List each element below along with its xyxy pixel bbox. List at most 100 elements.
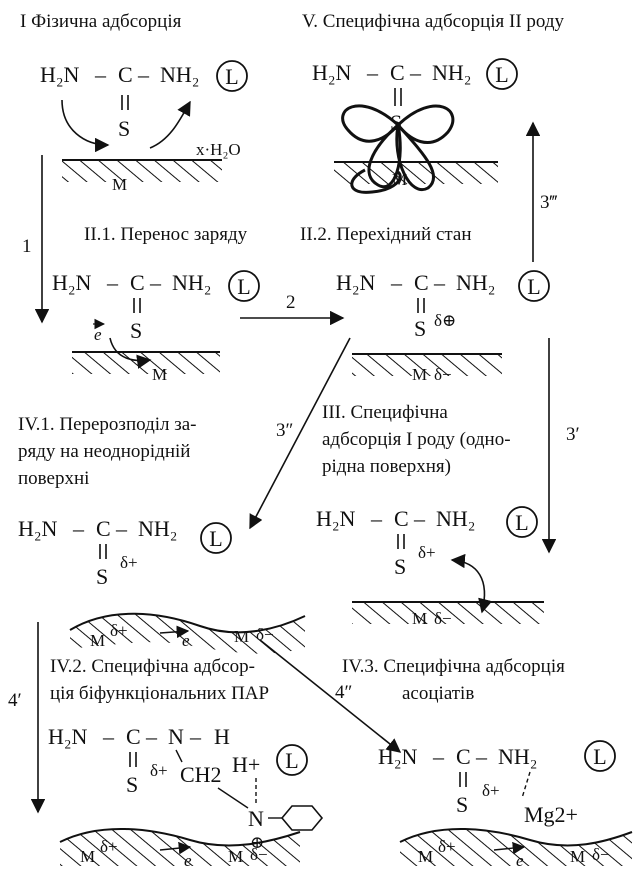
uneven-surface-4-1: M δ+ e M δ− xyxy=(69,612,306,654)
stage-2-2-title: II.2. Перехідний стан xyxy=(300,224,472,245)
delta-charge: δ+ xyxy=(150,761,168,780)
ligand-circle xyxy=(216,60,248,92)
delta-charge: δ+ xyxy=(482,781,500,800)
dash: – xyxy=(413,506,426,531)
carbon-atom: C xyxy=(118,62,133,87)
metal-label: M xyxy=(152,365,167,384)
ligand-label: L xyxy=(515,510,528,535)
positive-site-charge: δ+ xyxy=(110,621,128,640)
dash: – xyxy=(137,62,150,87)
stage-4-1-title-line: ряду на неоднорідній xyxy=(18,441,190,462)
h2n-group: H₂N xyxy=(312,60,352,85)
ligand-circle xyxy=(276,744,308,776)
arrow-3-double-prime xyxy=(249,337,351,530)
metal-surface-line xyxy=(59,828,301,847)
stage-4-2-title-line: IV.2. Специфічна адбсор- xyxy=(50,656,255,677)
carbon-atom: C xyxy=(394,506,409,531)
h2n-group: H₂N xyxy=(336,270,376,295)
h2n-group: H₂N xyxy=(48,724,88,749)
sulfur-atom: S xyxy=(394,554,406,579)
molecule-stage-5: H₂N – C – NH₂ S L xyxy=(312,58,518,135)
nitrogen-atom: N xyxy=(168,724,184,749)
curved-arrow-desorb xyxy=(149,100,191,149)
molecule-stage-3: H₂N – C – NH₂ S δ+ L xyxy=(316,506,538,579)
arrow-3-triple-prime-label: 3‴ xyxy=(540,192,558,213)
dash: – xyxy=(433,270,446,295)
stage-3-title-line: адбсорція І роду (одно- xyxy=(322,429,511,450)
dash: – xyxy=(390,270,403,295)
electron-label: e xyxy=(182,631,190,650)
stage-4-1-title-line: поверхні xyxy=(18,468,89,489)
arrow-3-prime-label: 3′ xyxy=(566,424,580,445)
arrow-2-label: 2 xyxy=(286,292,296,313)
arrow-1-label: 1 xyxy=(22,236,32,257)
uneven-surface-4-3: M δ+ e M δ− xyxy=(399,828,633,870)
molecule-stage-2-2: H₂N – C – NH₂ S δ⊕ L xyxy=(336,270,550,341)
metal-label: M xyxy=(112,175,127,194)
electron-label: e xyxy=(184,851,192,870)
ligand-label: L xyxy=(225,64,238,89)
metal-label: M xyxy=(570,847,585,866)
stage-4-1-title: IV.1. Перерозподіл за- ряду на неоднорід… xyxy=(18,414,197,489)
stage-3-title-line: рідна поверхня) xyxy=(322,456,451,477)
metal-label: M xyxy=(412,365,427,384)
stage-4-3-title-line: IV.3. Специфічна адбсорція xyxy=(342,656,565,677)
bond-ch2-n xyxy=(217,787,249,809)
stage-3-title-line: III. Специфічна xyxy=(322,402,448,423)
cyclohexyl-ring xyxy=(280,805,324,831)
molecule-stage-2-1: H₂N – C – NH₂ S L xyxy=(52,270,260,343)
sulfur-atom: S xyxy=(130,318,142,343)
h2n-group: H₂N xyxy=(40,62,80,87)
magnesium-ion: Mg2+ xyxy=(524,802,578,827)
ligand-label: L xyxy=(285,748,298,773)
arrow-4-prime-label: 4′ xyxy=(8,690,22,711)
metal-label: M xyxy=(412,609,427,628)
ligand-circle xyxy=(200,522,232,554)
hydrogen-atom-label: H xyxy=(214,724,230,749)
metal-label: M xyxy=(234,627,249,646)
carbon-atom: C xyxy=(390,60,405,85)
molecule-stage-1: H₂N – C – NH₂ S L xyxy=(40,60,248,141)
h2n-group: H₂N xyxy=(52,270,92,295)
metal-label: M xyxy=(80,847,95,866)
dash: – xyxy=(432,744,445,769)
dash: – xyxy=(106,270,119,295)
metal-label: M xyxy=(392,170,407,189)
carbon-atom: C xyxy=(414,270,429,295)
metal-surface-line xyxy=(69,612,306,634)
metal-charge: δ− xyxy=(434,609,452,628)
sulfur-atom: S xyxy=(96,564,108,589)
nh2-group: NH₂ xyxy=(456,270,495,295)
dash: – xyxy=(475,744,488,769)
metal-surface-line xyxy=(399,828,633,847)
ch2-group: CH2 xyxy=(180,762,222,787)
dash: – xyxy=(115,516,128,541)
metal-label: M xyxy=(418,847,433,866)
dash: – xyxy=(145,724,158,749)
negative-site-charge: δ− xyxy=(256,625,274,644)
delta-charge: δ⊕ xyxy=(434,311,456,330)
electron-flow-arrow xyxy=(159,841,192,855)
dash: – xyxy=(72,516,85,541)
stage-4-2-title-line: ція біфункціональних ПАР xyxy=(50,683,269,704)
sulfur-atom: S xyxy=(126,772,138,797)
bond-n-ch2 xyxy=(175,749,183,763)
uneven-surface-4-2: M δ+ e M δ− xyxy=(59,828,301,870)
negative-site-charge: δ− xyxy=(592,845,610,864)
ligand-label: L xyxy=(527,274,540,299)
curved-arrow-adsorb xyxy=(61,99,110,153)
stage-2-1-title: II.1. Перенос заряду xyxy=(84,224,248,245)
sulfur-atom: S xyxy=(118,116,130,141)
dash: – xyxy=(102,724,115,749)
nh2-group: NH₂ xyxy=(160,62,199,87)
carbon-atom: C xyxy=(130,270,145,295)
arrow-4-double-prime xyxy=(259,639,402,753)
metal-label: M xyxy=(228,847,243,866)
metal-surface-hatch xyxy=(62,160,222,182)
metal-surface-hatch xyxy=(334,162,498,184)
dash: – xyxy=(409,60,422,85)
h2n-group: H₂N xyxy=(18,516,58,541)
h2n-group: H₂N xyxy=(378,744,418,769)
stage-3-title: III. Специфічна адбсорція І роду (одно- … xyxy=(322,402,511,477)
